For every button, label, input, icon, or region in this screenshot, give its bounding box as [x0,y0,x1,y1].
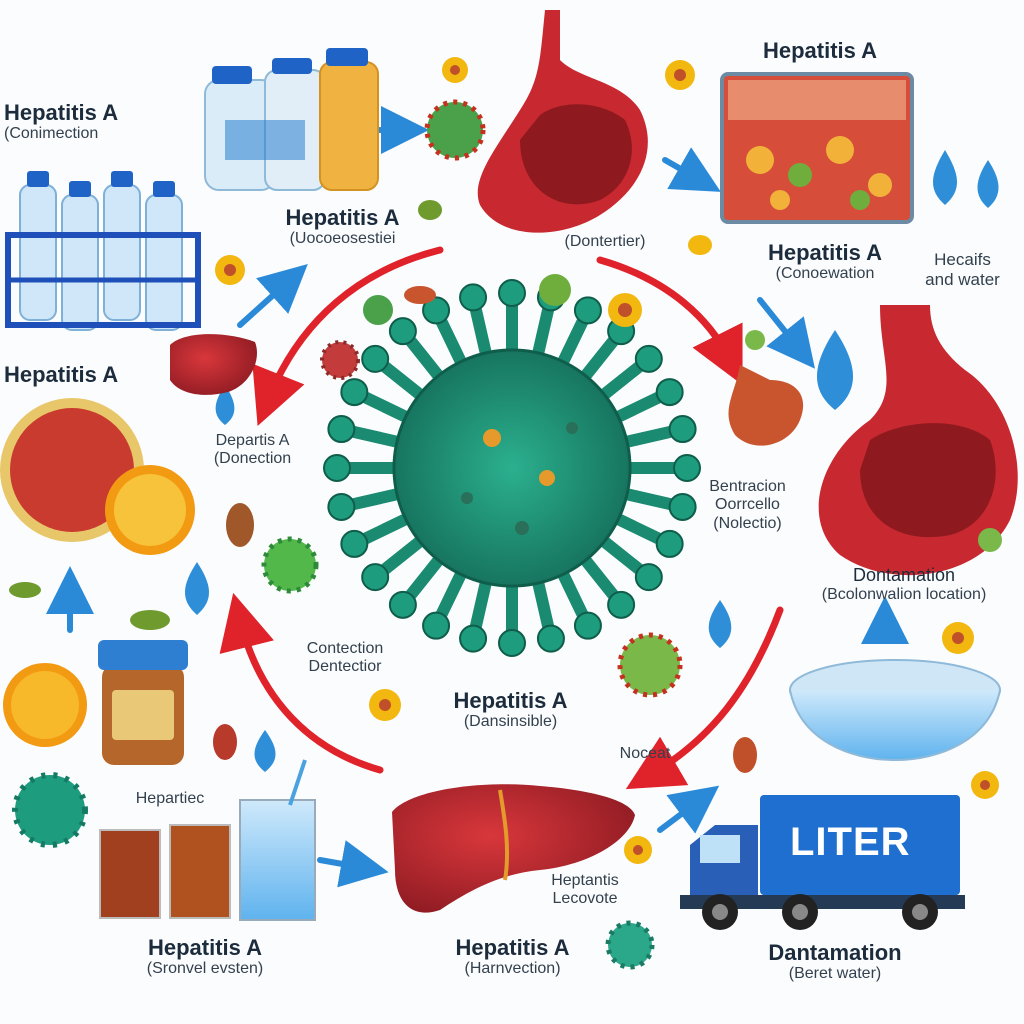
cycle-arrows [219,246,784,790]
water-bowl [789,659,1001,762]
virus-spike-tip [536,624,565,653]
virus-spike-tip [607,590,636,619]
flowers [215,57,999,864]
virus-spike-tip [668,415,697,444]
label-contamination: Dontamation(Bcolonwalion location) [821,565,987,603]
stomach-small [728,365,804,446]
crate-bottle [19,184,57,321]
label-top-right: Hepatitis A [762,38,878,63]
virus-spike-tip [327,492,356,521]
crate-bottle [61,194,99,331]
label-right-center: Bentracion Oorrcello (Nolectio) [709,478,786,532]
virus-spike-tip [327,415,356,444]
virus-spike-tip [634,344,663,373]
label-top-left: Hepatitis A(Conimection [4,100,119,143]
bottle-cap [153,181,175,197]
label-liver-note: Heptantis Lecovote [551,872,619,908]
virus-spike-tip [388,590,417,619]
label-left-center: Contection Dentectior [306,640,384,676]
label-hepartiec: Hepartiec [135,790,205,807]
bottle-cap [111,171,133,187]
glasses [99,759,316,921]
bottle-cap [69,181,91,197]
stomach-top [477,10,648,233]
liver-small-left [170,334,257,395]
label-bottom-left: Hepatitis A(Sronvel evsten) [146,935,264,978]
crate-bottle [103,184,141,321]
label-left-drop: Departis A(Donection [213,432,292,468]
virus-spike-tip [459,283,488,312]
scattered-bits [9,200,1002,773]
blue-arrows [46,106,909,888]
virus-spike-tip [459,624,488,653]
virus-spike-tip [422,611,451,640]
bottle-cap [27,171,49,187]
virus-spike-tip [634,563,663,592]
label-left-mid: Hepatitis A [4,362,119,387]
virus-spike-tip [655,378,684,407]
water-bottles-top [204,48,379,191]
virus-spike-tip [388,317,417,346]
virus-spike-tip [673,454,701,482]
small-germs [12,99,683,970]
virus-spike-tip [340,378,369,407]
virus-spike-tip [422,296,451,325]
central-virus [323,279,701,657]
virus-spike-tip [668,492,697,521]
virus-spike-tip [573,611,602,640]
virus-spike-tip [573,296,602,325]
virus-spike-tip [498,279,526,307]
label-bottom-center: Hepatitis A(Harnvection) [455,935,570,978]
virus-spike-tip [340,529,369,558]
crate-bottle [145,194,183,331]
label-right-mid: Hepatitis A(Conoewation [767,240,883,283]
label-bottom-right: Dantamation(Beret water) [768,940,902,983]
virus-spike-tip [655,529,684,558]
virus-spike-tip [498,629,526,657]
label-bottles: Hepatitis A(Uocoeosestiei [285,205,400,248]
virus-spike-tip [323,454,351,482]
water-drops [184,150,999,772]
virus-spike-tip [361,563,390,592]
jar [98,640,188,765]
liver-big [392,784,635,913]
label-top-mid: (Dontertier) [564,233,646,250]
food-tray [720,72,914,224]
bottle-crate [5,171,201,331]
stomach-right [818,305,1018,576]
delivery-truck [680,795,965,930]
label-nocear: Noceat [619,745,671,762]
virus-spike-tip [361,344,390,373]
truck-label: LITER [790,820,911,864]
label-center: Hepatitis A(Dansinsible) [453,688,568,731]
fruits-left [0,398,195,747]
